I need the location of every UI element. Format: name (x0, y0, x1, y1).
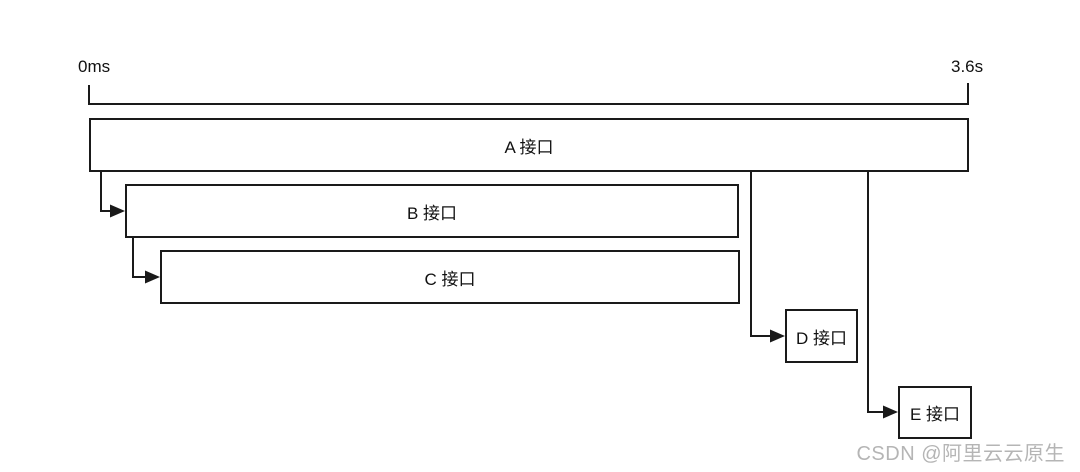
csdn-watermark: CSDN @阿里云云原生 (856, 443, 1065, 465)
arrowhead-icon (883, 405, 898, 419)
arrowhead-icon (145, 270, 160, 284)
connector-b-to-c (132, 238, 145, 278)
bar-b-interface: B 接口 (125, 184, 739, 238)
arrowhead-icon (110, 204, 125, 218)
bar-b-label: B 接口 (406, 203, 458, 223)
bar-e-label: E 接口 (909, 405, 961, 424)
timeline-bracket (88, 83, 969, 105)
bar-c-label: C 接口 (424, 269, 476, 289)
connector-a-to-d (750, 172, 770, 337)
connector-a-to-e (867, 172, 883, 413)
timeline-start-label: 0ms (78, 57, 111, 76)
timeline-end-label: 3.6s (951, 57, 984, 76)
arrowhead-icon (770, 329, 785, 343)
bar-a-label: A 接口 (504, 137, 554, 157)
bar-d-interface: D 接口 (785, 309, 858, 363)
bar-d-label: D 接口 (796, 328, 847, 348)
bar-e-interface: E 接口 (898, 386, 972, 439)
connector-a-to-b (100, 172, 110, 212)
bar-a-interface: A 接口 (89, 118, 969, 172)
bar-c-interface: C 接口 (160, 250, 740, 304)
